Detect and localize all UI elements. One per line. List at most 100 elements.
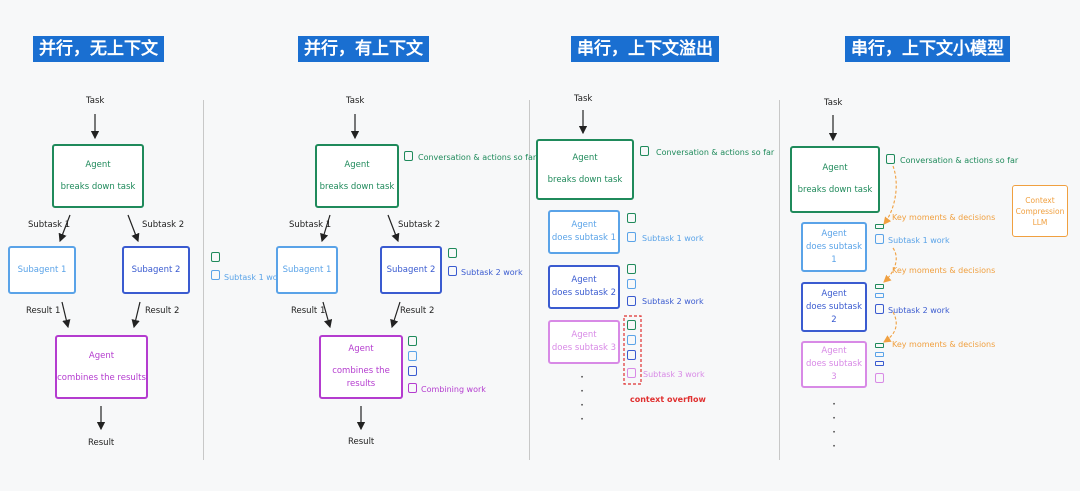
panel-separator (529, 100, 530, 460)
subtask-label: Subtask 1 (289, 220, 332, 230)
panel-separator (203, 100, 204, 460)
context-block-icon (448, 266, 457, 276)
subtask-label: Subtask 1 (28, 220, 71, 230)
agent-subtitle: breaks down task (60, 181, 136, 192)
agent-subtitle: breaks down task (797, 185, 873, 195)
key-moments-label: Key moments & decisions (892, 213, 996, 222)
result-label: Result 1 (291, 306, 326, 316)
context-block-icon (448, 248, 457, 258)
context-block-icon (627, 368, 636, 378)
agent-title: Agent (571, 330, 597, 340)
context-block-icon (627, 264, 636, 274)
arrow (61, 301, 71, 329)
context-block-icon (211, 270, 220, 280)
combining-work-note: Combining work (421, 385, 486, 394)
agent-subtitle: does subtask 1 (805, 241, 863, 265)
agent-subtitle: combines the results (57, 372, 146, 383)
key-moments-label: Key moments & decisions (892, 266, 996, 275)
serial-agent-box: Agent does subtask 1 (548, 210, 620, 254)
context-block-icon (627, 213, 636, 223)
context-block-icon (627, 335, 636, 345)
serial-agent-box: Agent does subtask 2 (548, 265, 620, 309)
conversation-note: Conversation & actions so far (418, 153, 537, 162)
continuation-dots: ···· (580, 370, 584, 426)
agent-subtitle: does subtask 2 (551, 288, 617, 298)
agent-breakdown-box: Agent breaks down task (790, 146, 880, 213)
context-block-icon (875, 373, 884, 383)
context-block-icon (627, 350, 636, 360)
agent-title: Agent (572, 153, 598, 163)
arrow (58, 214, 71, 243)
serial-agent-box: Agent does subtask 3 (548, 320, 620, 364)
subtask-work-note: Subtask 1 work (224, 273, 286, 282)
agent-title: Agent (821, 288, 847, 299)
context-overflow-label: context overflow (630, 395, 706, 404)
compressed-context-icon (875, 361, 884, 366)
combine-agent-box: Agent combines the results (55, 335, 148, 399)
agent-title: Agent (821, 346, 847, 356)
subagent-box: Subagent 2 (122, 246, 190, 294)
llm-label-line: Compression (1015, 206, 1065, 216)
subtask-work-note: Subtask 3 work (643, 370, 705, 379)
agent-subtitle: does subtask 3 (805, 359, 863, 382)
llm-label-line: Context (1025, 195, 1055, 205)
subtask-work-note: Subtask 2 work (461, 268, 523, 277)
subagent-label: Subagent 1 (17, 264, 67, 275)
agent-breakdown-box: Agent breaks down task (315, 144, 399, 208)
key-moments-label: Key moments & decisions (892, 340, 996, 349)
context-block-icon (211, 252, 220, 262)
panel-title: 串行，上下文小模型 (845, 36, 1010, 62)
arrow (322, 301, 333, 329)
arrow (387, 214, 400, 243)
subtask-work-note: Subtask 1 work (888, 236, 950, 245)
context-block-icon (408, 336, 417, 346)
agent-subtitle: breaks down task (547, 175, 623, 185)
conversation-note: Conversation & actions so far (900, 156, 1019, 165)
agent-breakdown-box: Agent breaks down task (536, 139, 634, 200)
agent-title: Agent (348, 344, 374, 354)
serial-agent-box: Agent does subtask 3 (801, 341, 867, 388)
agent-title: Agent (571, 220, 597, 230)
subtask-work-note: Subtask 2 work (642, 297, 704, 306)
context-block-icon (640, 146, 649, 156)
agent-title: Agent (821, 228, 847, 239)
agent-title: Agent (85, 159, 111, 170)
subtask-work-note: Subtask 1 work (642, 234, 704, 243)
compressed-context-icon (875, 343, 884, 348)
serial-agent-box: Agent does subtask 2 (801, 282, 867, 332)
subagent-box: Subagent 1 (8, 246, 76, 294)
subtask-label: Subtask 2 (398, 220, 441, 230)
arrow (390, 301, 401, 329)
subagent-box: Subagent 2 (380, 246, 442, 294)
serial-agent-box: Agent does subtask 1 (801, 222, 867, 272)
compression-arrow (883, 247, 897, 283)
context-block-icon (875, 234, 884, 244)
context-block-icon (627, 279, 636, 289)
panel-title: 串行，上下文溢出 (571, 36, 719, 62)
context-block-icon (408, 366, 417, 376)
subagent-label: Subagent 2 (131, 264, 181, 275)
context-block-icon (627, 296, 636, 306)
arrow (127, 214, 140, 243)
task-label: Task (574, 94, 593, 104)
subagent-label: Subagent 2 (386, 264, 436, 275)
agent-title: Agent (344, 159, 370, 170)
arrow (131, 301, 141, 329)
agent-subtitle: does subtask 1 (551, 233, 617, 243)
agent-title: Agent (88, 350, 115, 361)
context-block-icon (404, 151, 413, 161)
panel-separator (779, 100, 780, 460)
agent-subtitle: breaks down task (319, 181, 395, 192)
agent-title: Agent (822, 163, 848, 173)
agent-title: Agent (571, 275, 597, 285)
continuation-dots: ···· (832, 397, 836, 453)
compressed-context-icon (875, 284, 884, 289)
compressed-context-icon (875, 224, 884, 229)
context-block-icon (627, 232, 636, 242)
agent-breakdown-box: Agent breaks down task (52, 144, 144, 208)
final-result-label: Result (88, 438, 115, 448)
arrow (320, 214, 331, 243)
agent-subtitle: does subtask 3 (551, 343, 617, 353)
result-label: Result 1 (26, 306, 61, 316)
final-result-label: Result (348, 437, 375, 447)
